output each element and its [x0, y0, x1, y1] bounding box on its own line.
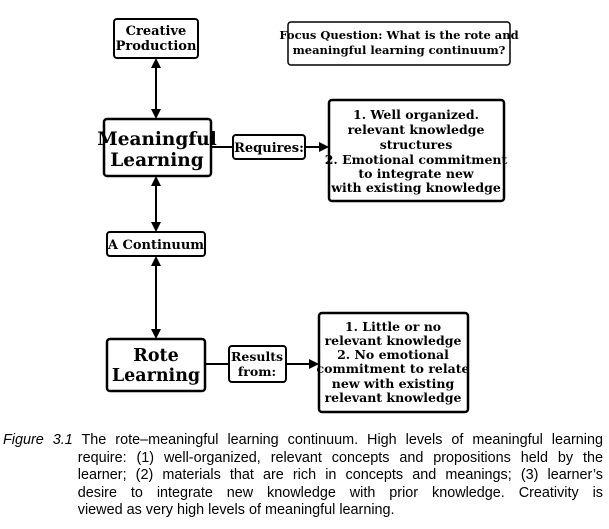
caption-line-4: desire to integrate new knowledge with p…	[77, 484, 603, 501]
arrowhead-right-icon	[319, 142, 329, 152]
results-line-1: 1. Little or no	[345, 319, 441, 334]
caption-line-1: Figure 3.1 The rote–meaningful learning …	[3, 432, 603, 450]
results-line-6: relevant knowledge	[325, 390, 462, 405]
arrowhead-up-icon	[151, 256, 161, 266]
focus-question-line-1: Focus Question: What is the rote and	[279, 28, 518, 42]
concept-map: Creative Production Focus Question: What…	[97, 18, 519, 414]
requires-link-node: Requires:	[232, 134, 306, 160]
arrowhead-down-icon	[151, 222, 161, 232]
requirements-line-4: 2. Emotional commitment	[325, 152, 508, 167]
caption-line-5: viewed as very high levels of meaningful…	[77, 502, 395, 518]
requirements-line-1: 1. Well organized.	[353, 107, 479, 122]
meaningful-learning-line-2: Learning	[110, 150, 203, 171]
results-node: 1. Little or no relevant knowledge 2. No…	[317, 311, 470, 414]
arrowhead-up-icon	[151, 176, 161, 186]
arrowhead-down-icon	[151, 329, 161, 339]
results-line-4: commitment to relate	[317, 361, 470, 376]
requirements-node: 1. Well organized. relevant knowledge st…	[325, 98, 508, 203]
requires-label: Requires:	[234, 141, 304, 156]
arrowhead-right-icon	[309, 359, 319, 369]
focus-question-line-2: meaningful learning continuum?	[293, 43, 506, 57]
creative-production-line-1: Creative	[126, 24, 187, 39]
rote-learning-node: Rote Learning	[105, 337, 207, 393]
connector-meaningful-continuum	[151, 176, 161, 232]
figure-caption: Figure 3.1 The rote–meaningful learning …	[3, 432, 603, 520]
rote-learning-line-1: Rote	[133, 346, 178, 366]
rote-learning-line-2: Learning	[112, 366, 200, 386]
requirements-line-5: to integrate new	[358, 166, 475, 181]
connector-results-from-results	[286, 359, 319, 369]
creative-production-line-2: Production	[116, 39, 197, 54]
creative-production-node: Creative Production	[113, 18, 199, 59]
results-from-line-2: from:	[238, 364, 276, 379]
meaningful-learning-line-1: Meaningful	[97, 129, 217, 150]
requirements-line-3: structures	[380, 137, 453, 152]
results-from-line-1: Results	[231, 349, 283, 364]
caption-text-1: The rote–meaningful learning continuum. …	[81, 432, 603, 448]
results-from-link-node: Results from:	[228, 345, 287, 383]
continuum-node: A Continuum	[106, 231, 206, 257]
focus-question-node: Focus Question: What is the rote and mea…	[279, 21, 519, 66]
caption-line-2: require: (1) well-organized, relevant co…	[77, 449, 603, 466]
arrowhead-up-icon	[151, 58, 161, 68]
requirements-line-2: relevant knowledge	[348, 122, 485, 137]
connector-creative-meaningful	[151, 58, 161, 119]
caption-line-3: learner; (2) materials that are rich in …	[77, 467, 603, 483]
arrowhead-down-icon	[151, 109, 161, 119]
meaningful-learning-node: Meaningful Learning	[97, 117, 217, 178]
requirements-line-6: with existing knowledge	[330, 180, 501, 195]
connector-continuum-rote	[151, 256, 161, 339]
results-line-3: 2. No emotional	[337, 347, 449, 362]
results-line-5: new with existing	[332, 376, 455, 391]
results-line-2: relevant knowledge	[325, 333, 462, 348]
continuum-label: A Continuum	[107, 238, 204, 253]
connector-requires-requirements	[305, 142, 329, 152]
caption-label: Figure 3.1	[3, 432, 73, 448]
